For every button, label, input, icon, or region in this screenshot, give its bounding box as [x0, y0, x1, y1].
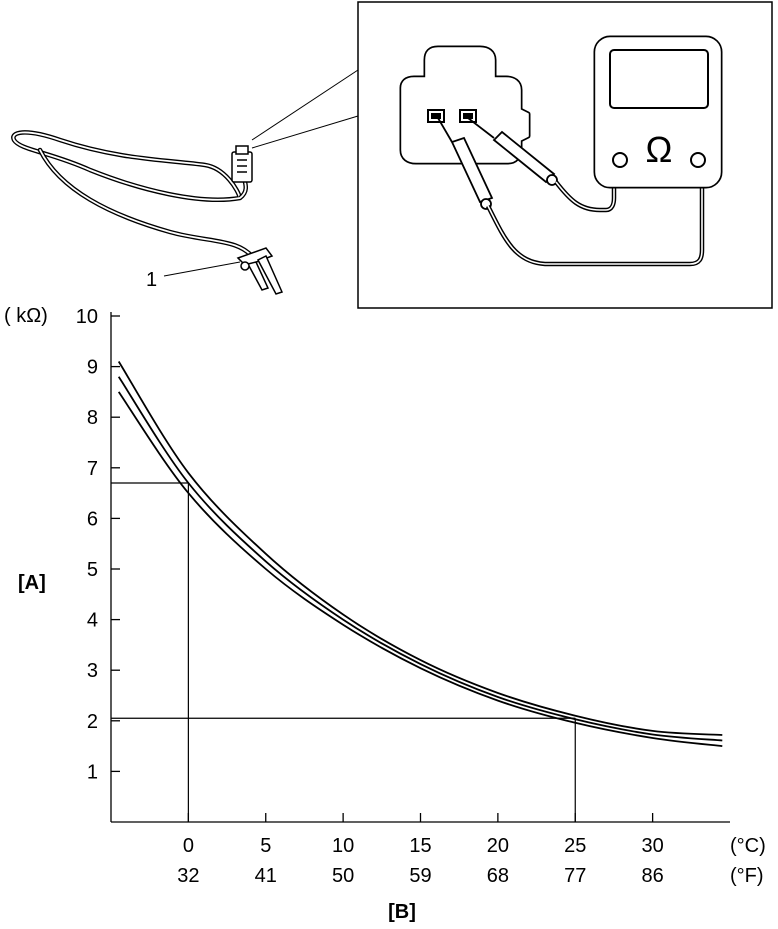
- probe-wires: [485, 180, 705, 267]
- thermistor-sensor: [236, 247, 284, 295]
- y-tick-label: 7: [87, 458, 98, 480]
- x-tick-label-fahrenheit: 32: [177, 865, 199, 887]
- x-tick-label-celsius: 25: [564, 835, 586, 857]
- x-tick-label-celsius: 20: [487, 835, 509, 857]
- x-unit-fahrenheit: (°F): [730, 865, 764, 887]
- y-tick-label: 6: [87, 508, 98, 530]
- callout-leader: [163, 261, 241, 277]
- y-tick-label: 3: [87, 660, 98, 682]
- x-tick-label-celsius: 30: [642, 835, 664, 857]
- y-unit-label: ( kΩ): [4, 305, 48, 327]
- y-tick-label: 8: [87, 407, 98, 429]
- y-tick-label: 2: [87, 711, 98, 733]
- ohmmeter: [593, 35, 723, 189]
- x-tick-label-celsius: 15: [409, 835, 431, 857]
- x-tick-label-celsius: 10: [332, 835, 354, 857]
- y-tick-label: 5: [87, 559, 98, 581]
- y-tick-label: 1: [87, 761, 98, 783]
- harness-connector: [231, 145, 253, 183]
- zoom-line-bottom: [251, 115, 359, 149]
- x-tick-label-fahrenheit: 77: [564, 865, 586, 887]
- enlarged-connector: [399, 45, 531, 165]
- y-tick-label: 10: [76, 306, 98, 328]
- resistance-chart: 1 2 3 4 5 6 7 8 9 10 0 32 5 41 10 50 15 59 20 68 25 77 30 86 (°C…: [4, 305, 766, 923]
- x-axis-label: [B]: [388, 901, 416, 923]
- zoom-line-top: [251, 69, 359, 141]
- ohm-symbol: Ω: [646, 129, 673, 170]
- callout-number: 1: [146, 269, 157, 291]
- x-tick-label-fahrenheit: 41: [255, 865, 277, 887]
- x-unit-celsius: (°C): [730, 835, 766, 857]
- resistance-curve-3: [117, 391, 723, 747]
- x-tick-label-fahrenheit: 59: [409, 865, 431, 887]
- resistance-curve-2: [117, 376, 723, 742]
- x-tick-label-fahrenheit: 68: [487, 865, 509, 887]
- x-tick-label-fahrenheit: 86: [642, 865, 664, 887]
- y-axis-label: [A]: [18, 572, 46, 594]
- thermistor-harness: [11, 130, 258, 263]
- y-tick-label: 9: [87, 357, 98, 379]
- x-tick-label-celsius: 5: [260, 835, 271, 857]
- meter-probes: [437, 117, 558, 210]
- resistance-curve-1: [117, 361, 723, 736]
- x-tick-label-celsius: 0: [183, 835, 194, 857]
- x-tick-label-fahrenheit: 50: [332, 865, 354, 887]
- y-tick-label: 4: [87, 610, 98, 632]
